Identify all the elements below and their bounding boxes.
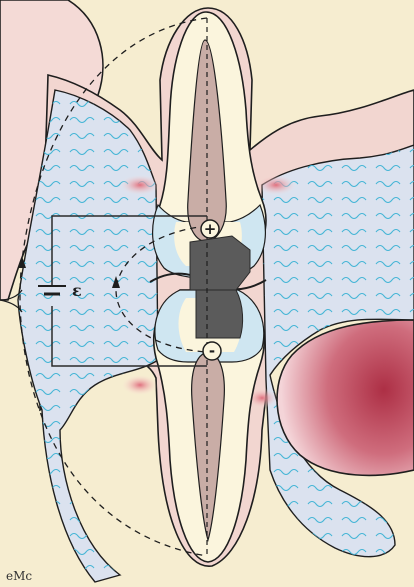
positive-terminal-label: +	[204, 220, 217, 238]
negative-terminal-label: -	[209, 342, 215, 360]
negative-terminal: -	[203, 342, 221, 360]
gum-rim-upper-right	[256, 175, 296, 195]
upper-filling	[190, 236, 250, 290]
gum-rim-upper-left	[120, 175, 160, 195]
positive-terminal: +	[201, 220, 219, 238]
lower-filling	[196, 290, 243, 338]
artist-signature: eMc	[6, 569, 32, 583]
gum-rim-lower-left	[122, 375, 158, 395]
battery-label: ε	[72, 281, 82, 300]
